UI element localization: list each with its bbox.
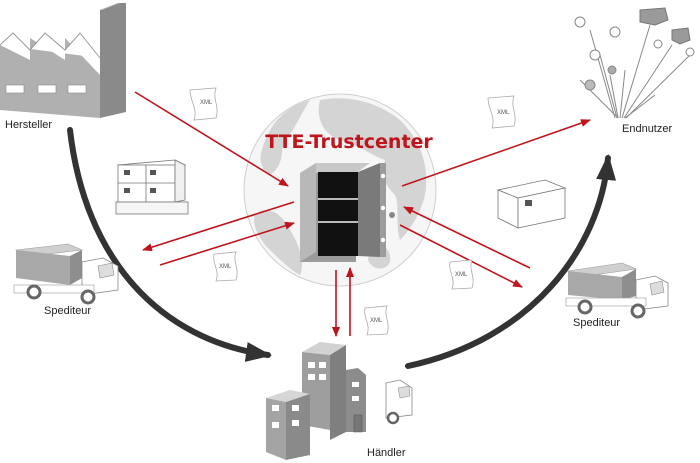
- retailer-label: Händler: [367, 447, 406, 459]
- arrow-trustcenter-to-forwarder: [142, 201, 295, 252]
- xml-document-icon: XML: [213, 251, 238, 282]
- consumers-icon: [574, 7, 695, 119]
- arrow-forwarder-to-trustcenter: [159, 221, 295, 266]
- svg-text:XML: XML: [219, 264, 232, 270]
- cardboard-box-icon: [496, 179, 567, 229]
- buildings-icon: [266, 342, 413, 460]
- safe-icon: [300, 163, 395, 262]
- xml-document-icon: XML: [449, 259, 474, 290]
- svg-text:XML: XML: [455, 272, 468, 278]
- forwarder-left-label: Spediteur: [44, 305, 91, 317]
- arrow-trustcenter-to-forwarder-right: [399, 224, 523, 288]
- truck-icon-left: [13, 243, 119, 305]
- factory-icon: [0, 3, 126, 118]
- arrow-retailer-to-enduser: [405, 154, 617, 369]
- xml-document-icon: XML: [487, 95, 516, 129]
- truck-icon-right: [565, 262, 669, 319]
- trustcenter-title: TTE-Trustcenter: [265, 131, 433, 153]
- arrow-manufacturer-to-trustcenter: [134, 91, 289, 187]
- end-user-label: Endnutzer: [622, 123, 672, 135]
- arrow-forwarder-right-to-trustcenter: [403, 206, 531, 269]
- svg-text:XML: XML: [200, 100, 213, 106]
- svg-text:XML: XML: [497, 110, 510, 116]
- data-flow-arrows: [134, 91, 591, 337]
- arrow-manufacturer-to-retailer: [67, 127, 272, 362]
- xml-document-icon: XML: [364, 305, 389, 336]
- goods-flow-arrows: [67, 127, 617, 369]
- xml-document-icon: XML: [189, 87, 218, 121]
- forwarder-right-label: Spediteur: [573, 317, 620, 329]
- manufacturer-label: Hersteller: [5, 119, 52, 131]
- arrow-trustcenter-to-enduser: [401, 119, 591, 187]
- pallet-boxes-icon: [115, 159, 189, 215]
- svg-text:XML: XML: [370, 318, 383, 324]
